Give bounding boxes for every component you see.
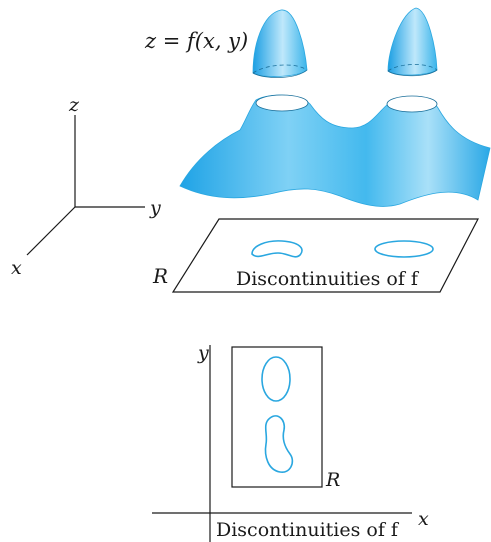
bottom-discontinuity-oval: [262, 357, 290, 401]
right-peak: [388, 8, 437, 76]
axes-2d: [152, 345, 412, 542]
surface-label: z = f(x, y): [144, 29, 248, 53]
discontinuity-curve-left: [252, 241, 302, 257]
bottom-y-axis-label: y: [197, 342, 209, 364]
discontinuity-curve-right: [375, 241, 433, 257]
top-caption: Discontinuities of f: [236, 268, 420, 290]
surface: [180, 95, 490, 206]
surface-hole-left: [256, 95, 308, 111]
bottom-caption: Discontinuities of f: [216, 519, 400, 541]
z-axis-label: z: [68, 94, 80, 116]
bottom-region-R-label: R: [325, 469, 340, 491]
axes-3d: [27, 115, 145, 255]
bottom-discontinuity-bean: [266, 416, 293, 472]
left-peak: [253, 10, 307, 78]
bottom-x-axis-label: x: [418, 508, 429, 530]
x-axis: [27, 207, 75, 255]
surface-hole-right: [387, 96, 437, 112]
region-R-label: R: [152, 264, 168, 288]
y-axis-label: y: [149, 197, 161, 219]
region-R-rect: [232, 347, 322, 487]
x-axis-label: x: [11, 257, 22, 279]
